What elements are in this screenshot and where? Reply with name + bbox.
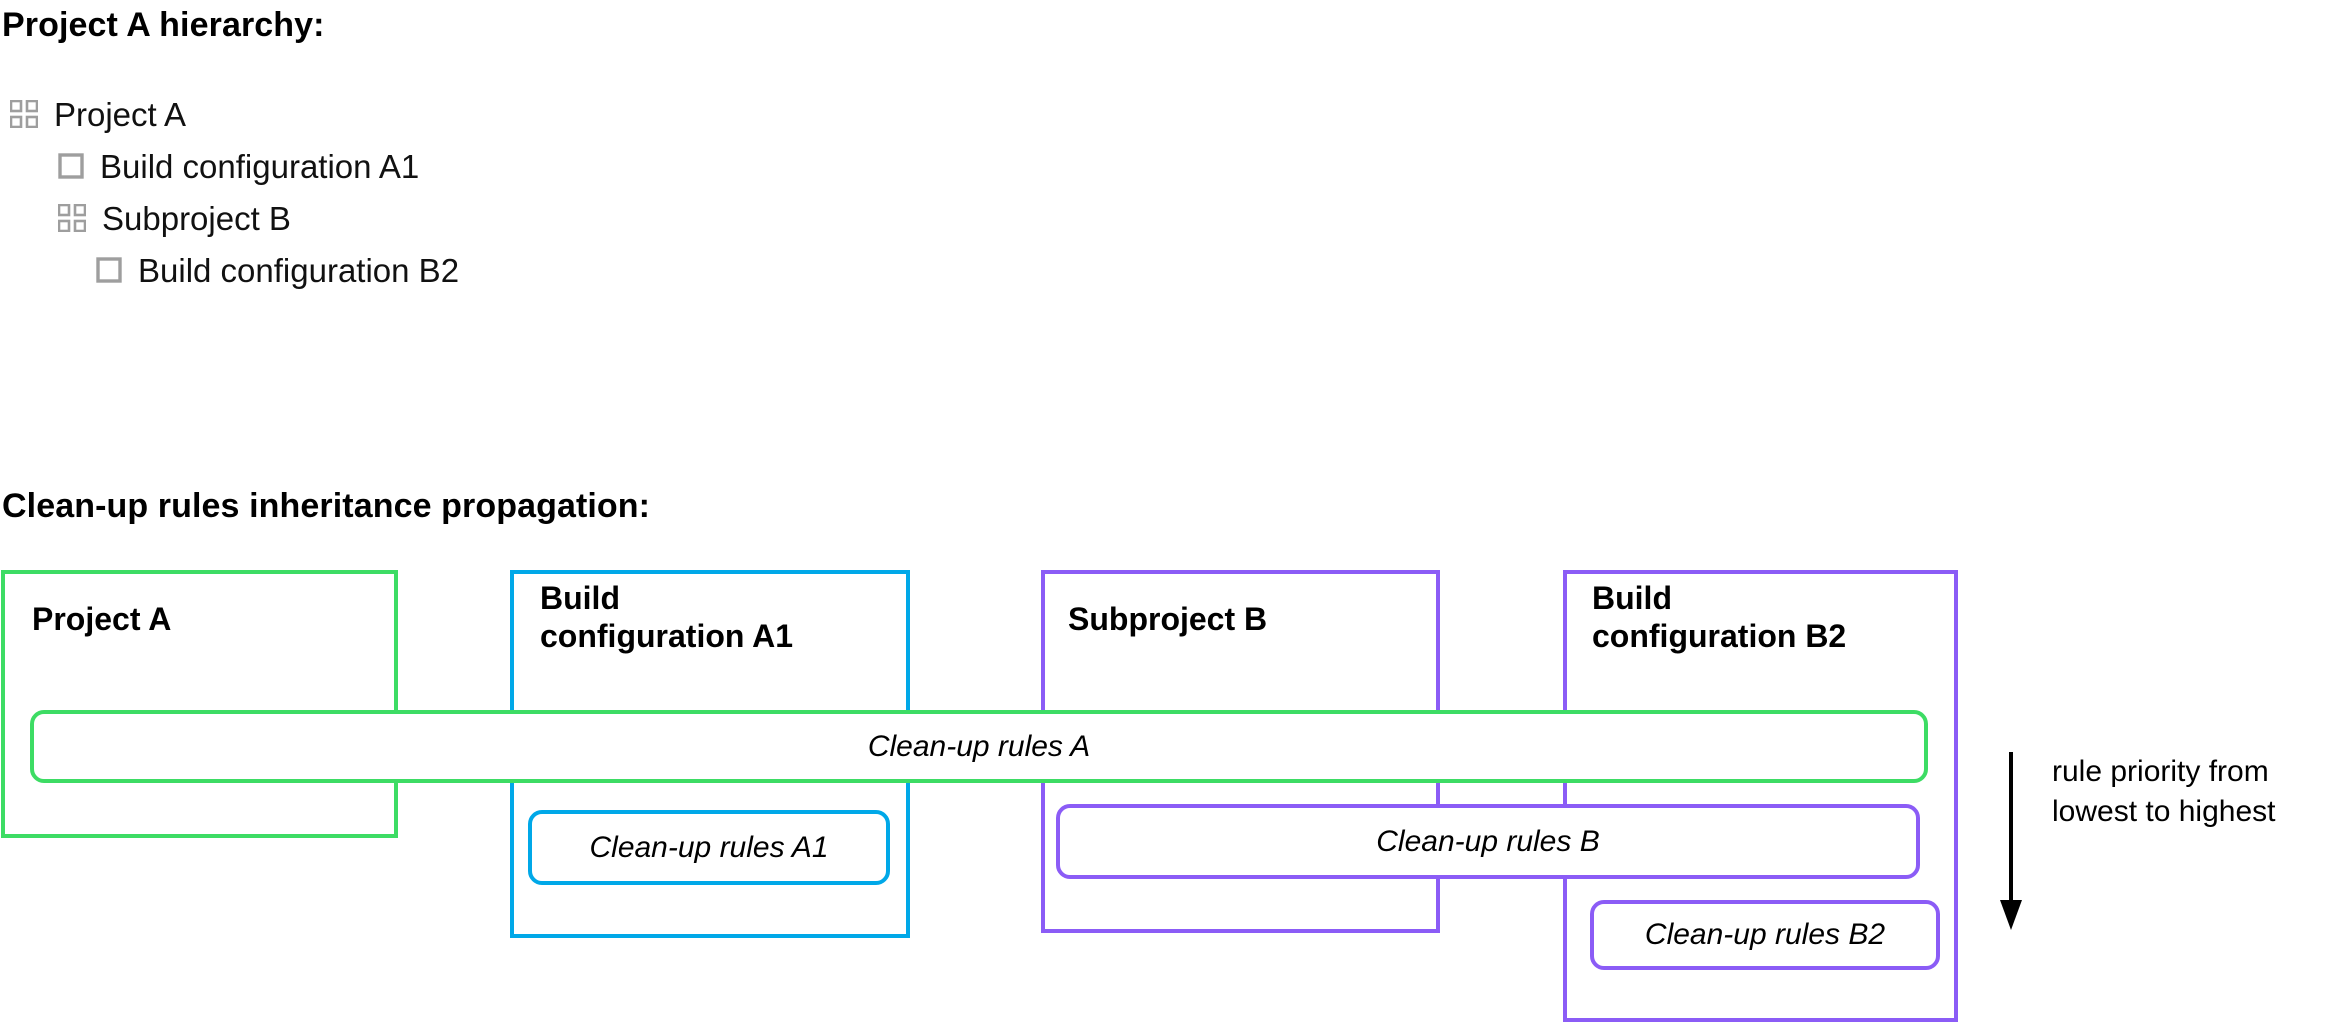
rule-pill-clean-up-rules-b2: Clean-up rules B2 bbox=[1590, 900, 1940, 970]
build-type-icon bbox=[58, 153, 84, 179]
tree-item-build-configuration-a1[interactable]: Build configuration A1 bbox=[0, 140, 1200, 192]
rule-pill-label: Clean-up rules A1 bbox=[589, 830, 829, 864]
rule-pill-clean-up-rules-b: Clean-up rules B bbox=[1056, 804, 1920, 879]
entity-title-build-config-a1: Build configuration A1 bbox=[540, 580, 794, 654]
rule-pill-clean-up-rules-a: Clean-up rules A bbox=[30, 710, 1928, 783]
tree-item-project-a[interactable]: Project A bbox=[0, 88, 1200, 140]
entity-box-project-a bbox=[1, 570, 398, 838]
tree-item-build-configuration-b2[interactable]: Build configuration B2 bbox=[0, 244, 1200, 296]
rule-pill-label: Clean-up rules B bbox=[1376, 824, 1600, 858]
tree-item-subproject-b[interactable]: Subproject B bbox=[0, 192, 1200, 244]
build-type-icon bbox=[96, 257, 122, 283]
rule-priority-caption: rule priority from lowest to highest bbox=[2052, 755, 2276, 828]
tree-item-label: Subproject B bbox=[102, 199, 291, 237]
entity-title-subproject-b: Subproject B bbox=[1068, 601, 1268, 637]
tree-item-label: Build configuration A1 bbox=[100, 147, 420, 185]
project-hierarchy-tree: Project A Build configuration A1 Subproj… bbox=[0, 88, 1200, 296]
hierarchy-section-heading: Project A hierarchy: bbox=[2, 6, 325, 44]
entity-title-build-config-b2: Build configuration B2 bbox=[1592, 580, 1847, 654]
tree-item-label: Build configuration B2 bbox=[138, 251, 460, 289]
rule-pill-label: Clean-up rules A bbox=[867, 729, 1091, 763]
propagation-section-heading: Clean-up rules inheritance propagation: bbox=[2, 487, 651, 525]
entity-title-project-a: Project A bbox=[32, 601, 172, 637]
rule-pill-label: Clean-up rules B2 bbox=[1644, 918, 1886, 951]
project-icon bbox=[58, 204, 86, 232]
tree-item-label: Project A bbox=[54, 95, 187, 133]
rule-pill-clean-up-rules-a1: Clean-up rules A1 bbox=[528, 810, 890, 885]
rule-priority-arrow-icon bbox=[2000, 752, 2022, 930]
project-icon bbox=[10, 100, 38, 128]
